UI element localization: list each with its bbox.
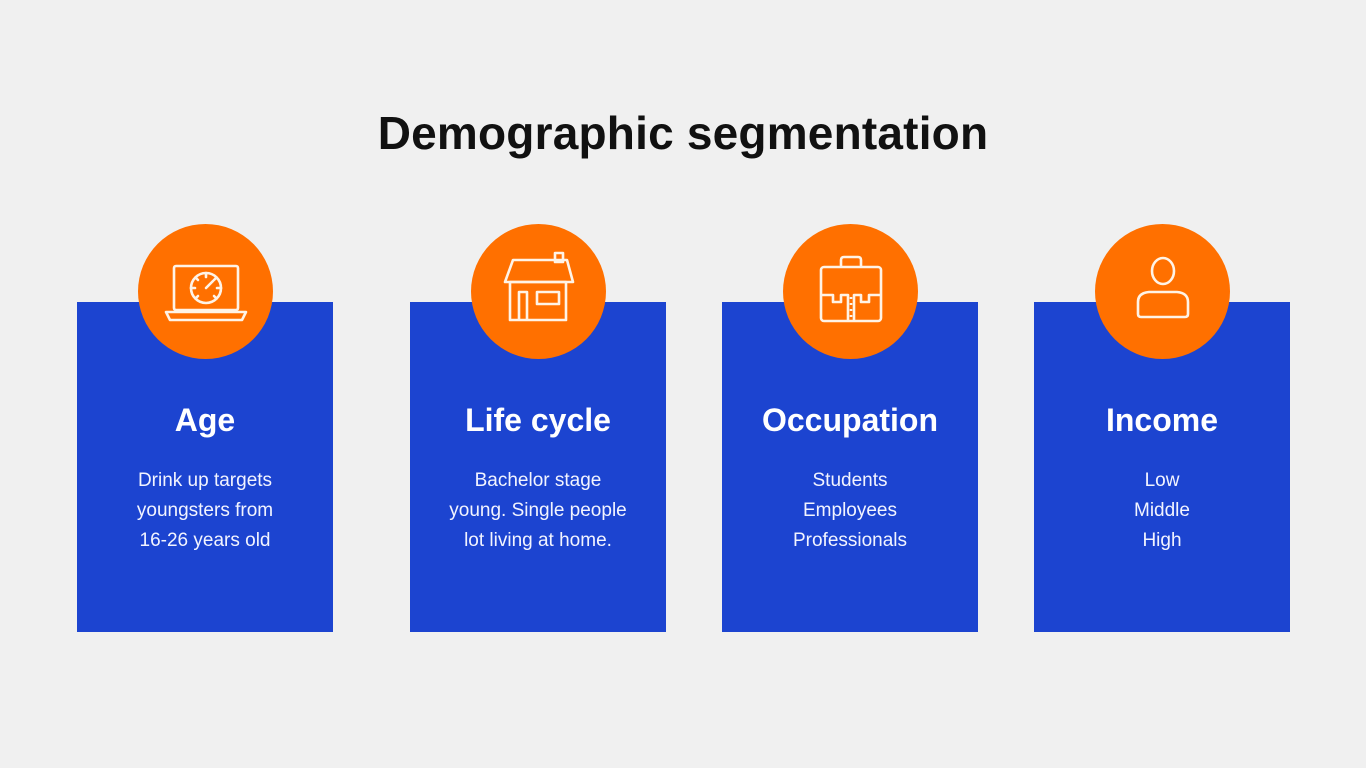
page-title: Demographic segmentation	[377, 107, 989, 159]
card-title: Life cycle	[465, 402, 611, 438]
card-line: Professionals	[792, 530, 908, 551]
card-line: 16-26 years old	[139, 530, 271, 551]
card-line: Drink up targets	[137, 470, 273, 491]
card-line: lot living at home.	[464, 530, 612, 551]
icon-circle-life-cycle	[471, 224, 606, 359]
card-line: Employees	[803, 500, 897, 521]
card-line: Students	[812, 470, 888, 491]
card-body: Low Middle High	[1034, 466, 1290, 556]
briefcase-icon	[819, 255, 882, 322]
icon-circle-occupation	[783, 224, 918, 359]
laptop-speedometer-icon	[164, 264, 247, 321]
house-icon	[503, 251, 574, 321]
card-line: Middle	[1134, 500, 1190, 521]
card-title: Age	[174, 402, 236, 438]
card-line: youngsters from	[136, 500, 274, 521]
icon-circle-income	[1095, 224, 1230, 359]
icon-circle-age	[138, 224, 273, 359]
card-line: High	[1142, 530, 1182, 551]
card-body: Drink up targets youngsters from 16-26 y…	[77, 466, 333, 556]
card-line: Low	[1144, 470, 1180, 491]
card-title: Income	[1105, 402, 1219, 438]
card-body: Bachelor stage young. Single people lot …	[410, 466, 666, 556]
card-body: Students Employees Professionals	[722, 466, 978, 556]
card-line: young. Single people	[449, 500, 627, 521]
card-title: Occupation	[761, 402, 938, 438]
person-icon	[1136, 256, 1189, 318]
card-line: Bachelor stage	[474, 470, 602, 491]
